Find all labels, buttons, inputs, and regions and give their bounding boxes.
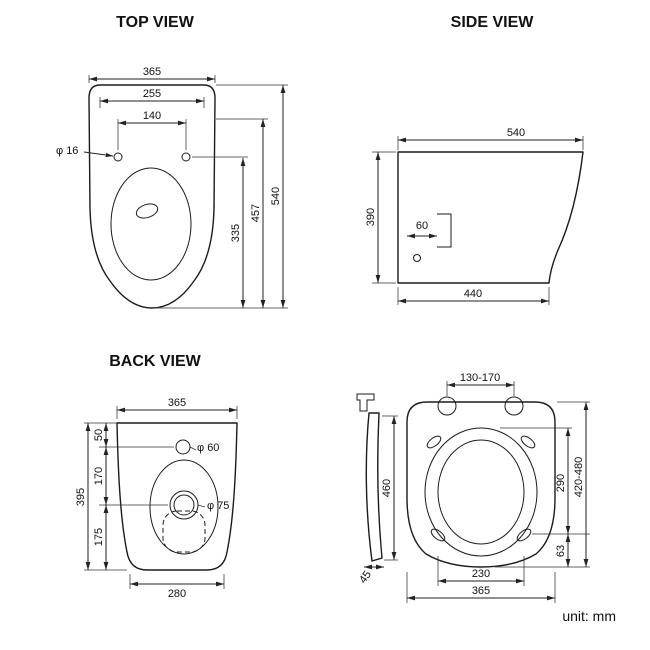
bumper-top-left: [426, 435, 442, 449]
bumper-top-right: [520, 435, 536, 449]
seat-hole-left: [113, 152, 123, 162]
dim-side-depth-top: 540: [507, 127, 525, 139]
dim-back-width-bottom: 280: [168, 588, 186, 600]
drain-hole-inner: [173, 494, 195, 516]
dim-back-seg-mid: 170: [93, 467, 105, 485]
back-view-title: BACK VIEW: [109, 353, 201, 370]
dim-top-width-back: 255: [143, 88, 161, 100]
dim-seat-lid-length: 460: [381, 479, 393, 497]
dim-top-width-total: 365: [143, 66, 161, 78]
dim-back-seg-top: 50: [93, 429, 105, 441]
hidden-trapway: [162, 510, 206, 553]
hole-dia-leader: [83, 151, 114, 158]
unit-label: unit: mm: [562, 608, 616, 624]
wall-bracket: [356, 393, 375, 412]
dim-top-depth-front: 335: [230, 224, 242, 242]
dim-back-inlet-dia: φ 60: [197, 442, 219, 454]
side-view-extension-lines: [372, 136, 584, 305]
bumper-bottom-right: [516, 528, 532, 542]
dim-seat-hinge-spacing: 130-170: [460, 372, 500, 384]
seat-ring-outer: [424, 427, 538, 557]
water-spot: [135, 203, 159, 219]
top-view-title: TOP VIEW: [116, 14, 195, 31]
recess-oval: [149, 459, 219, 555]
dim-top-hole-spacing: 140: [143, 110, 161, 122]
dim-back-width-top: 365: [168, 397, 186, 409]
back-view: BACK VIEW 365 395 50 170 175 φ 60: [75, 353, 238, 600]
inlet-hole: [175, 439, 191, 455]
dim-side-drain-detail: 60: [416, 220, 428, 232]
dim-top-hole-dia: φ 16: [56, 145, 78, 157]
dim-top-depth-total: 540: [270, 187, 282, 205]
side-view-title: SIDE VIEW: [451, 14, 535, 31]
toilet-body-outline: [88, 84, 216, 309]
top-view: TOP VIEW 365 255 140 φ 16 335 457: [56, 14, 288, 309]
toilet-side-outline: [397, 151, 584, 284]
seat-ring-inner: [437, 439, 525, 545]
hinge-right: [504, 396, 524, 416]
dim-back-height-total: 395: [75, 488, 87, 506]
back-view-extension-lines: [84, 406, 238, 589]
bumper-bottom-left: [430, 528, 446, 542]
seat-hole-right: [181, 152, 191, 162]
bowl-opening: [110, 167, 192, 281]
hinge-left: [437, 396, 457, 416]
dim-seat-opening-length: 290: [555, 474, 567, 492]
dim-seat-front-offset: 63: [555, 545, 567, 557]
dim-seat-lid-thickness: 45: [357, 569, 374, 586]
seat-view: 130-170 460 45 290 63 420-480 230 365: [356, 372, 590, 603]
side-view: SIDE VIEW 540 390 60 440: [365, 14, 584, 305]
dim-side-depth-bottom: 440: [464, 288, 482, 300]
dim-side-height: 390: [365, 208, 377, 226]
dim-seat-total-length: 420-480: [573, 457, 585, 497]
lid-side-profile: [365, 412, 383, 562]
toilet-back-outline: [116, 422, 238, 571]
drain-bracket: [437, 213, 452, 248]
dim-back-drain-dia: φ 75: [207, 500, 229, 512]
dim-seat-width-total: 365: [472, 585, 490, 597]
dim-top-depth-mid: 457: [250, 204, 262, 222]
seat-top-outline: [406, 401, 556, 568]
dim-seat-opening-width: 230: [472, 568, 490, 580]
dim-back-seg-bottom: 175: [93, 528, 105, 546]
fixing-hole: [413, 254, 421, 262]
